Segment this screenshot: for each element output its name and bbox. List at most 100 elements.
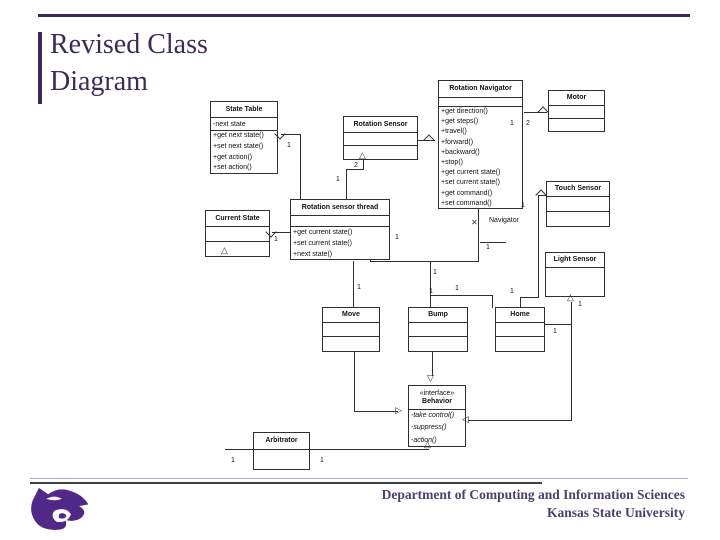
uml-class-name: Rotation Navigator bbox=[449, 85, 512, 93]
uml-compartment bbox=[409, 322, 467, 336]
uml-compartment: +get next state()+set next state()+get a… bbox=[211, 130, 277, 173]
multiplicity-label: 1 bbox=[357, 284, 361, 291]
multiplicity-label: 1 bbox=[433, 269, 437, 276]
footer-divider-dark bbox=[30, 482, 542, 484]
uml-compartment bbox=[344, 145, 417, 159]
uml-member: +get next state() bbox=[213, 132, 264, 139]
uml-member: +get command() bbox=[441, 189, 493, 197]
uml-class-bump: Bump bbox=[408, 307, 468, 352]
multiplicity-label: 2 bbox=[354, 162, 358, 169]
uml-compartment bbox=[549, 118, 604, 131]
uml-connector-line bbox=[478, 208, 479, 262]
uml-class-rotation-sensor: Rotation Sensor bbox=[343, 116, 418, 160]
arrowhead-open-r-icon bbox=[537, 106, 549, 118]
uml-compartment bbox=[496, 336, 544, 351]
uml-connector-line bbox=[363, 158, 364, 170]
uml-connector-line bbox=[545, 324, 572, 325]
footer-university: Kansas State University bbox=[547, 505, 685, 520]
uml-class-name: Touch Sensor bbox=[554, 185, 602, 193]
uml-class-name: Home bbox=[510, 311, 530, 319]
arrowhead-tri-right-icon: ▷ bbox=[395, 405, 402, 415]
uml-member: +next state() bbox=[293, 251, 333, 258]
uml-class-title: Bump bbox=[409, 308, 467, 322]
uml-compartment: -next state bbox=[211, 117, 277, 130]
uml-connector-line bbox=[370, 258, 371, 262]
multiplicity-label: 1 bbox=[274, 236, 278, 243]
multiplicity-label: 1 bbox=[395, 234, 399, 241]
uml-class-motor: Motor bbox=[548, 90, 605, 132]
uml-class-current-state: Current State bbox=[205, 210, 270, 257]
arrowhead-tri-down-icon: ▽ bbox=[427, 373, 434, 383]
uml-class-name: Rotation sensor thread bbox=[301, 203, 379, 211]
uml-class-rotation-sensor-thread: Rotation sensor thread +get current state… bbox=[290, 199, 390, 260]
uml-class-behavior: «interface»Behavior -take control()-suppr… bbox=[408, 385, 466, 447]
uml-connector-line bbox=[354, 411, 398, 412]
multiplicity-label: 1 bbox=[521, 202, 525, 209]
footer-text: Department of Computing and Information … bbox=[265, 486, 685, 522]
uml-connector-line bbox=[310, 449, 429, 450]
uml-class-title: Move bbox=[323, 308, 379, 322]
uml-member: +get steps() bbox=[441, 118, 479, 126]
uml-connector-line bbox=[346, 169, 347, 199]
multiplicity-label: 1 bbox=[429, 288, 433, 295]
uml-connector-line bbox=[430, 261, 431, 308]
multiplicity-label: 2 bbox=[526, 120, 530, 127]
uml-member: +forward() bbox=[441, 138, 474, 146]
uml-compartment: -take control()-suppress()-action() bbox=[409, 409, 465, 446]
uml-class-title: Arbitrator bbox=[254, 433, 309, 449]
association-label-navigator: Navigator bbox=[489, 217, 519, 224]
uml-compartment bbox=[254, 449, 309, 469]
top-divider-rule bbox=[38, 14, 690, 17]
uml-connector-line bbox=[571, 302, 572, 421]
arrowhead-tri-up-icon: △ bbox=[424, 439, 431, 449]
uml-connector-line bbox=[281, 134, 301, 135]
uml-class-state-table: State Table -next state +get next state()+… bbox=[210, 101, 278, 174]
multiplicity-label: 1 bbox=[578, 301, 582, 308]
uml-compartment bbox=[546, 267, 604, 296]
uml-class-move: Move bbox=[322, 307, 380, 352]
arrowhead-open-r-icon bbox=[423, 134, 435, 146]
uml-member: +set current state() bbox=[293, 240, 352, 247]
uml-class-name: Behavior bbox=[422, 397, 452, 405]
uml-compartment bbox=[291, 215, 389, 226]
uml-connector-line bbox=[538, 195, 546, 196]
uml-class-title: State Table bbox=[211, 102, 277, 117]
uml-member: -action() bbox=[411, 436, 437, 444]
multiplicity-label: 1 bbox=[486, 244, 490, 251]
multiplicity-label: 1 bbox=[287, 142, 291, 149]
uml-class-light-sensor: Light Sensor bbox=[545, 252, 605, 297]
uml-connector-line bbox=[468, 420, 572, 421]
uml-class-name: Current State bbox=[215, 214, 260, 222]
uml-connector-line bbox=[524, 112, 547, 113]
uml-compartment bbox=[206, 226, 269, 241]
multiplicity-label: 1 bbox=[336, 176, 340, 183]
arrowhead-tri-up-icon: △ bbox=[567, 292, 574, 302]
uml-compartment: +get direction() +get steps() +travel() +fo… bbox=[439, 106, 522, 208]
uml-class-rotation-navigator: Rotation Navigator +get direction() +get s… bbox=[438, 80, 523, 209]
uml-compartment bbox=[409, 336, 467, 351]
multiplicity-label: 1 bbox=[320, 457, 324, 464]
multiplicity-label: 1 bbox=[231, 457, 235, 464]
uml-compartment bbox=[323, 322, 379, 336]
multiplicity-label: 1 bbox=[510, 120, 514, 127]
uml-connector-line bbox=[432, 350, 433, 376]
uml-member: -next state bbox=[213, 121, 246, 128]
footer-department: Department of Computing and Information … bbox=[381, 487, 685, 502]
uml-member: +travel() bbox=[441, 128, 467, 136]
arrowhead-tri-left-icon: ◁ bbox=[462, 414, 469, 424]
uml-connector-line bbox=[272, 232, 291, 233]
uml-class-home: Home bbox=[495, 307, 545, 352]
uml-compartment: +get current state()+set current state()… bbox=[291, 226, 389, 259]
uml-member: +get direction() bbox=[441, 108, 488, 115]
uml-stereotype: «interface» bbox=[419, 390, 455, 398]
uml-compartment bbox=[547, 196, 609, 211]
uml-compartment bbox=[547, 211, 609, 226]
uml-class-name: Light Sensor bbox=[553, 256, 597, 264]
uml-connector-line bbox=[300, 134, 301, 199]
uml-class-name: Motor bbox=[566, 94, 587, 102]
uml-connector-line bbox=[520, 297, 521, 308]
uml-member: +set current state() bbox=[441, 179, 500, 187]
uml-class-title: Rotation Sensor bbox=[344, 117, 417, 132]
uml-class-title: Rotation sensor thread bbox=[291, 200, 389, 215]
uml-class-name: Move bbox=[342, 311, 360, 319]
